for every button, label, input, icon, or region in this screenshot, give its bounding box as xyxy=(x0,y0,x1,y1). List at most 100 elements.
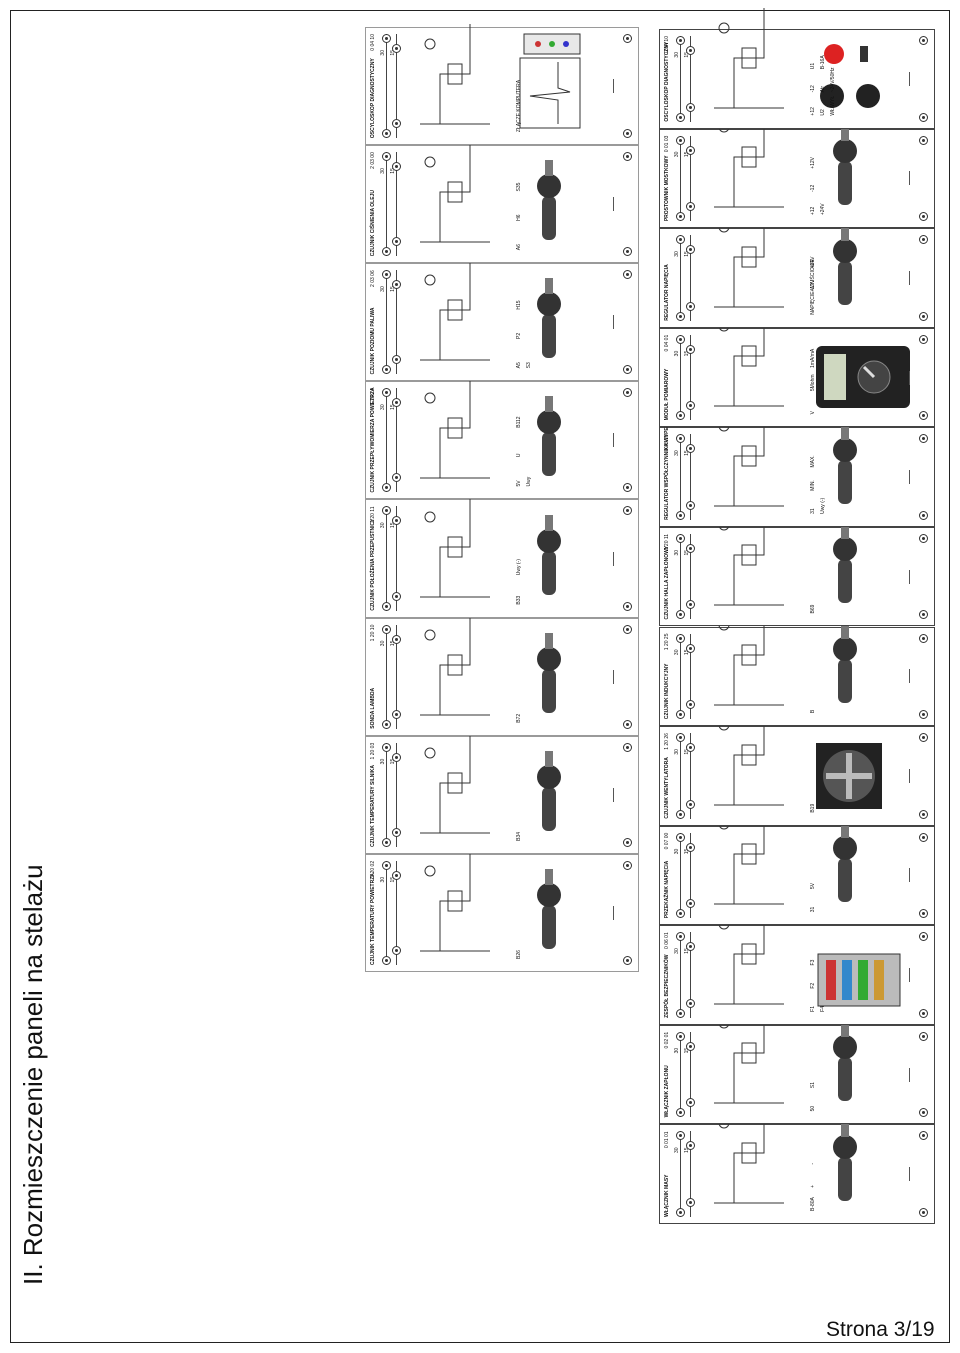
terminal-socket[interactable] xyxy=(623,388,632,398)
terminal-socket[interactable] xyxy=(382,601,391,611)
terminal-socket[interactable] xyxy=(676,809,685,819)
terminal-socket[interactable] xyxy=(676,510,685,520)
terminal-socket[interactable] xyxy=(676,1108,685,1118)
terminal-socket[interactable] xyxy=(623,719,632,729)
terminal-socket[interactable] xyxy=(686,643,695,653)
terminal-socket[interactable] xyxy=(382,837,391,847)
terminal-socket[interactable] xyxy=(686,1198,695,1207)
terminal-socket[interactable] xyxy=(623,483,632,493)
terminal-socket[interactable] xyxy=(392,162,401,172)
terminal-socket[interactable] xyxy=(919,832,928,842)
terminal-socket[interactable] xyxy=(392,119,401,129)
terminal-socket[interactable] xyxy=(686,942,695,952)
terminal-socket[interactable] xyxy=(919,1208,928,1217)
terminal-socket[interactable] xyxy=(686,899,695,909)
terminal-socket[interactable] xyxy=(676,710,685,720)
terminal-socket[interactable] xyxy=(382,247,391,257)
terminal-socket[interactable] xyxy=(676,909,685,919)
terminal-socket[interactable] xyxy=(919,932,928,942)
terminal-socket[interactable] xyxy=(623,365,632,375)
terminal-socket[interactable] xyxy=(686,743,695,753)
terminal-socket[interactable] xyxy=(676,533,685,543)
terminal-socket[interactable] xyxy=(392,44,401,53)
terminal-socket[interactable] xyxy=(919,411,928,421)
terminal-socket[interactable] xyxy=(676,633,685,643)
terminal-socket[interactable] xyxy=(686,600,695,610)
terminal-socket[interactable] xyxy=(686,102,695,112)
terminal-socket[interactable] xyxy=(919,36,928,46)
terminal-socket[interactable] xyxy=(919,633,928,643)
terminal-socket[interactable] xyxy=(382,270,391,280)
terminal-socket[interactable] xyxy=(919,533,928,543)
terminal-socket[interactable] xyxy=(392,946,401,955)
terminal-socket[interactable] xyxy=(623,129,632,139)
terminal-socket[interactable] xyxy=(676,135,685,145)
terminal-socket[interactable] xyxy=(686,500,695,510)
terminal-socket[interactable] xyxy=(919,135,928,145)
terminal-socket[interactable] xyxy=(686,444,695,454)
terminal-socket[interactable] xyxy=(919,909,928,919)
terminal-socket[interactable] xyxy=(919,1031,928,1041)
terminal-socket[interactable] xyxy=(676,1031,685,1041)
terminal-socket[interactable] xyxy=(919,809,928,819)
terminal-socket[interactable] xyxy=(623,601,632,611)
terminal-socket[interactable] xyxy=(382,719,391,729)
terminal-socket[interactable] xyxy=(686,1041,695,1051)
terminal-socket[interactable] xyxy=(686,799,695,809)
terminal-socket[interactable] xyxy=(676,311,685,321)
terminal-socket[interactable] xyxy=(919,610,928,620)
terminal-socket[interactable] xyxy=(919,1108,928,1118)
terminal-socket[interactable] xyxy=(623,152,632,162)
terminal-socket[interactable] xyxy=(686,1098,695,1108)
terminal-socket[interactable] xyxy=(676,1131,685,1141)
terminal-socket[interactable] xyxy=(676,36,685,46)
terminal-socket[interactable] xyxy=(676,610,685,620)
terminal-socket[interactable] xyxy=(686,700,695,710)
terminal-socket[interactable] xyxy=(676,832,685,842)
terminal-socket[interactable] xyxy=(392,237,401,247)
terminal-socket[interactable] xyxy=(623,247,632,257)
terminal-socket[interactable] xyxy=(382,624,391,634)
terminal-socket[interactable] xyxy=(919,235,928,245)
terminal-socket[interactable] xyxy=(686,301,695,311)
terminal-socket[interactable] xyxy=(686,344,695,354)
terminal-socket[interactable] xyxy=(392,398,401,408)
terminal-socket[interactable] xyxy=(392,709,401,719)
terminal-socket[interactable] xyxy=(382,388,391,398)
terminal-socket[interactable] xyxy=(686,842,695,852)
terminal-socket[interactable] xyxy=(382,365,391,375)
terminal-socket[interactable] xyxy=(686,543,695,553)
terminal-socket[interactable] xyxy=(919,1008,928,1018)
terminal-socket[interactable] xyxy=(686,46,695,56)
terminal-socket[interactable] xyxy=(686,145,695,155)
terminal-socket[interactable] xyxy=(686,202,695,212)
terminal-socket[interactable] xyxy=(676,334,685,344)
terminal-socket[interactable] xyxy=(676,932,685,942)
terminal-socket[interactable] xyxy=(676,1008,685,1018)
terminal-socket[interactable] xyxy=(623,956,632,965)
terminal-socket[interactable] xyxy=(686,1141,695,1151)
terminal-socket[interactable] xyxy=(686,245,695,255)
terminal-socket[interactable] xyxy=(392,473,401,483)
terminal-socket[interactable] xyxy=(392,591,401,601)
terminal-socket[interactable] xyxy=(382,152,391,162)
terminal-socket[interactable] xyxy=(623,837,632,847)
terminal-socket[interactable] xyxy=(919,710,928,720)
terminal-socket[interactable] xyxy=(392,516,401,526)
terminal-socket[interactable] xyxy=(686,401,695,411)
terminal-socket[interactable] xyxy=(919,112,928,122)
terminal-socket[interactable] xyxy=(623,506,632,516)
terminal-socket[interactable] xyxy=(392,634,401,644)
terminal-socket[interactable] xyxy=(382,483,391,493)
terminal-socket[interactable] xyxy=(623,624,632,634)
terminal-socket[interactable] xyxy=(623,270,632,280)
terminal-socket[interactable] xyxy=(919,733,928,743)
terminal-socket[interactable] xyxy=(919,510,928,520)
terminal-socket[interactable] xyxy=(676,212,685,222)
terminal-socket[interactable] xyxy=(382,506,391,516)
terminal-socket[interactable] xyxy=(392,870,401,880)
terminal-socket[interactable] xyxy=(382,956,391,965)
terminal-socket[interactable] xyxy=(382,129,391,139)
terminal-socket[interactable] xyxy=(382,860,391,870)
terminal-socket[interactable] xyxy=(919,334,928,344)
